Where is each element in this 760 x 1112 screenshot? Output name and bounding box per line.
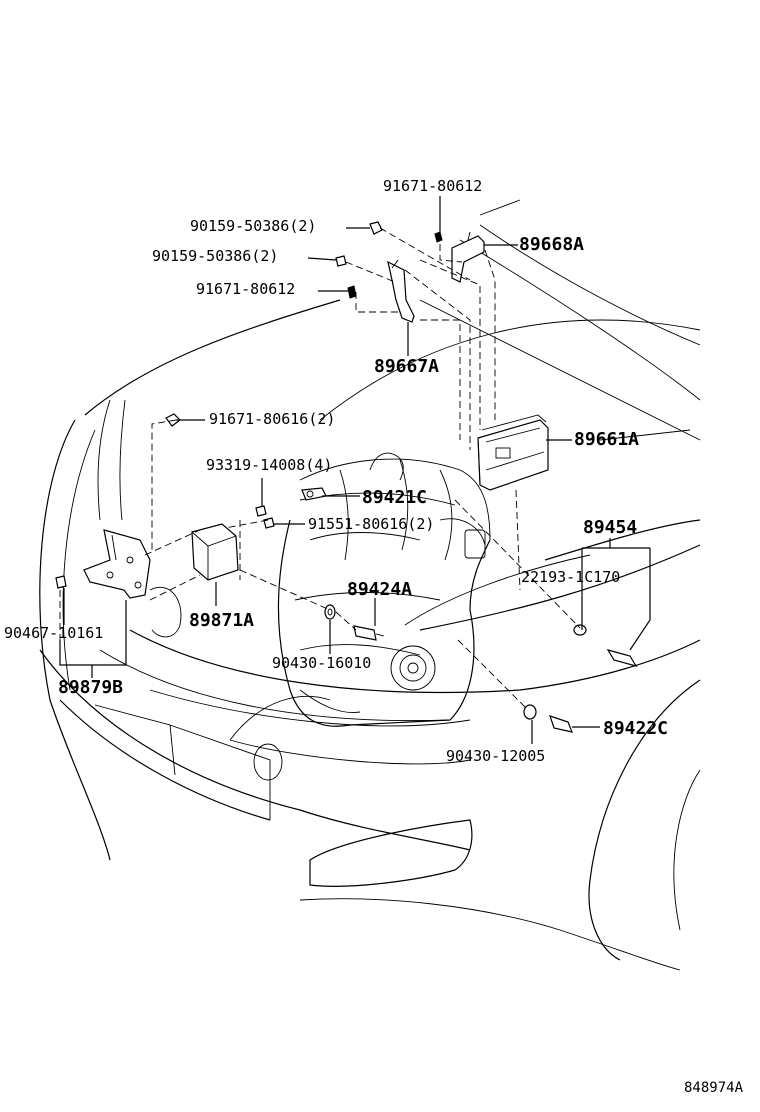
label-90159-50386-second: 90159-50386(2): [152, 247, 279, 265]
label-89871a: 89871A: [189, 610, 255, 631]
label-89421c: 89421C: [362, 487, 428, 508]
label-91671-80612-top: 91671-80612: [383, 177, 483, 195]
label-90430-12005: 90430-12005: [446, 747, 546, 765]
label-89454: 89454: [583, 517, 638, 538]
ecu-89661a: [477, 414, 549, 491]
assembly-lines: [59, 227, 581, 711]
label-93319-14008: 93319-14008(4): [206, 456, 333, 474]
label-91671-80612-second: 91671-80612: [196, 280, 296, 298]
label-90159-50386-top: 90159-50386(2): [190, 217, 317, 235]
bracket-89879b: [83, 529, 151, 599]
fasteners: [55, 221, 638, 733]
label-22193-1c170: 22193-1C170: [521, 568, 621, 586]
label-90430-16010: 90430-16010: [272, 654, 372, 672]
bracket-89668a: [451, 231, 485, 283]
label-91671-80616: 91671-80616(2): [209, 410, 336, 428]
label-89668a: 89668A: [519, 234, 585, 255]
label-89879b: 89879B: [58, 677, 124, 698]
module-89871a: [191, 523, 239, 581]
label-89424a: 89424A: [347, 579, 413, 600]
label-89422c: 89422C: [603, 718, 669, 739]
bracket-89667a: [387, 259, 415, 323]
vehicle-body-outline: [39, 199, 701, 971]
label-91551-80616: 91551-80616(2): [308, 515, 435, 533]
diagram-reference-number: 848974A: [684, 1080, 744, 1096]
label-89667a: 89667A: [374, 356, 440, 377]
label-89661a: 89661A: [574, 429, 640, 450]
label-90467-10161: 90467-10161: [4, 624, 104, 642]
leader-lines: [59, 196, 651, 744]
